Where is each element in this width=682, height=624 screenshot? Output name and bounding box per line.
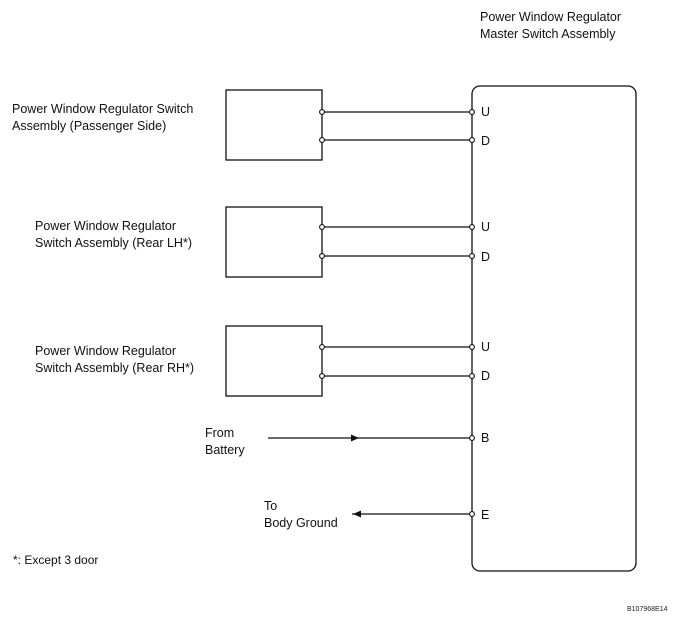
- pin-d-passenger: D: [481, 134, 491, 148]
- terminal-icon: [319, 373, 325, 379]
- battery-label-line1: From: [205, 426, 235, 440]
- switch-label-line1: Power Window Regulator: [35, 344, 177, 358]
- switch-box-rear-lh: [225, 206, 323, 278]
- pin-e-ground: E: [481, 508, 490, 522]
- switch-label-line2: Switch Assembly (Rear LH*): [35, 236, 192, 250]
- switch-label-line2: Switch Assembly (Rear RH*): [35, 361, 195, 375]
- terminal-icon: [319, 137, 325, 143]
- ground-label-line2: Body Ground: [264, 516, 338, 530]
- master-switch-label: Power Window Regulator Master Switch Ass…: [480, 9, 621, 43]
- master-title-line2: Master Switch Assembly: [480, 27, 616, 41]
- terminal-icon: [319, 224, 325, 230]
- switch-box-rear-rh: [225, 325, 323, 397]
- battery-label: From Battery: [205, 425, 245, 459]
- ground-label: To Body Ground: [264, 498, 338, 532]
- pin-d-rear-rh: D: [481, 369, 491, 383]
- terminal-icon: [469, 373, 475, 379]
- master-switch-box: [471, 85, 637, 572]
- terminal-icon: [319, 344, 325, 350]
- ground-arrow-icon: [353, 510, 361, 518]
- terminal-icon: [319, 109, 325, 115]
- battery-arrow-icon: [351, 434, 359, 442]
- terminal-icon: [469, 253, 475, 259]
- switch-label-line1: Power Window Regulator: [35, 219, 177, 233]
- terminal-icon: [469, 511, 475, 517]
- pin-u-rear-lh: U: [481, 220, 491, 234]
- battery-label-line2: Battery: [205, 443, 245, 457]
- terminal-icon: [319, 253, 325, 259]
- terminal-icon: [469, 109, 475, 115]
- footnote: *: Except 3 door: [13, 553, 99, 567]
- master-title-line1: Power Window Regulator: [480, 10, 622, 24]
- switch-label-rear-lh: Power Window Regulator Switch Assembly (…: [35, 218, 192, 252]
- switch-label-passenger: Power Window Regulator Switch Assembly (…: [12, 101, 193, 135]
- switch-box-passenger: [225, 89, 323, 161]
- figure-code: B107968E14: [627, 606, 668, 613]
- switch-label-line2: Assembly (Passenger Side): [12, 119, 167, 133]
- terminal-icon: [469, 344, 475, 350]
- terminal-icon: [469, 224, 475, 230]
- pin-u-rear-rh: U: [481, 340, 491, 354]
- terminal-icon: [469, 137, 475, 143]
- terminal-icon: [469, 435, 475, 441]
- pin-d-rear-lh: D: [481, 250, 491, 264]
- switch-label-line1: Power Window Regulator Switch: [12, 102, 194, 116]
- ground-label-line1: To: [264, 499, 278, 513]
- pin-u-passenger: U: [481, 105, 491, 119]
- pin-b-battery: B: [481, 431, 490, 445]
- switch-label-rear-rh: Power Window Regulator Switch Assembly (…: [35, 343, 194, 377]
